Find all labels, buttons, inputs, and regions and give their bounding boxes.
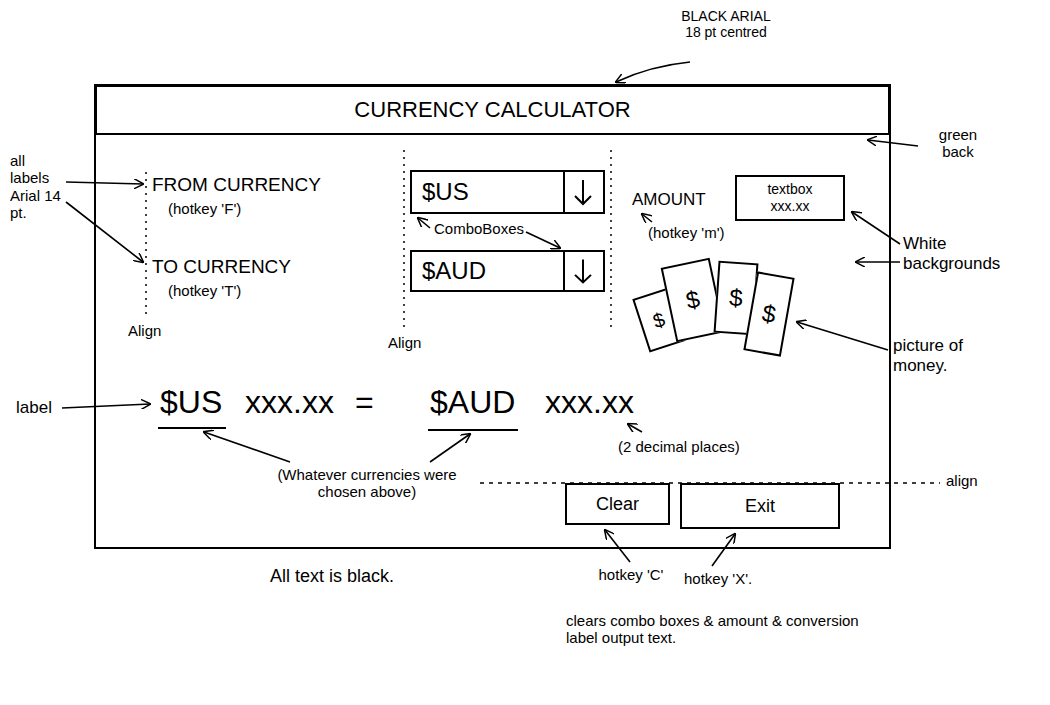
conversion-text: =	[355, 384, 374, 421]
align-note: Align	[128, 322, 161, 339]
leader-arrow	[605, 530, 630, 562]
exit-button: Exit	[680, 483, 840, 529]
label-note: label	[16, 398, 52, 418]
align-note: align	[946, 472, 978, 489]
leader-arrow	[430, 434, 470, 462]
currency-note: (Whatever currencies were chosen above)	[262, 466, 472, 501]
combo-box: $AUD	[410, 250, 605, 292]
leader-arrow	[642, 214, 652, 222]
leader-arrow	[628, 424, 642, 432]
leader-arrow	[418, 218, 430, 228]
conversion-text: $US	[160, 384, 222, 421]
clear-button: Clear	[565, 483, 670, 525]
leader-arrow	[66, 202, 143, 262]
font-note: all labels Arial 14 pt.	[10, 152, 66, 221]
leader-arrow	[852, 212, 900, 244]
background-note: White backgrounds	[903, 234, 1028, 273]
combo-box: $US	[410, 170, 605, 214]
leader-arrow	[526, 232, 560, 248]
field-label: FROM CURRENCY	[152, 174, 321, 196]
field-label: AMOUNT	[632, 190, 706, 210]
underline	[428, 429, 518, 431]
underline	[158, 427, 226, 429]
font-note: BLACK ARIAL 18 pt centred	[676, 8, 776, 40]
leader-arrow	[616, 62, 690, 82]
hotkey-note: (hotkey 'm')	[648, 224, 725, 241]
field-label: TO CURRENCY	[152, 256, 291, 278]
color-note: green back	[922, 126, 994, 161]
window-frame	[95, 85, 890, 548]
node-text: $	[650, 307, 668, 332]
node-text: $	[728, 284, 743, 313]
leader-arrow	[712, 534, 735, 566]
align-guide	[610, 150, 612, 328]
title-text: CURRENCY CALCULATOR	[354, 97, 630, 123]
leader-arrow	[62, 404, 150, 408]
leader-arrow	[868, 140, 918, 146]
node-text: $AUD	[422, 257, 486, 285]
dropdown-arrow	[563, 172, 603, 212]
color-note: All text is black.	[270, 566, 394, 587]
action-note: clears combo boxes & amount & conversion…	[566, 612, 866, 647]
conversion-text: $AUD	[430, 384, 515, 421]
node-text: $US	[422, 178, 469, 206]
format-note: (2 decimal places)	[618, 438, 740, 455]
hotkey-note: hotkey 'X'.	[684, 570, 752, 587]
control-note: ComboBoxes	[434, 220, 524, 237]
leader-arrow	[66, 182, 143, 184]
leader-arrow	[797, 322, 888, 350]
picture-note: picture of money.	[893, 336, 983, 375]
text-box: textbox xxx.xx	[735, 175, 845, 221]
hotkey-note: (hotkey 'F')	[168, 200, 241, 217]
align-note: Align	[388, 334, 421, 351]
leader-arrow	[204, 432, 290, 462]
dropdown-arrow	[563, 252, 603, 290]
node-text: $	[760, 299, 778, 329]
node-text: textbox xxx.xx	[759, 181, 821, 215]
conversion-text: xxx.xx	[245, 384, 334, 421]
hotkey-note: hotkey 'C'	[596, 566, 666, 583]
conversion-text: xxx.xx	[545, 384, 634, 421]
title-band: CURRENCY CALCULATOR	[95, 85, 890, 135]
node-text: Clear	[596, 494, 639, 515]
hotkey-note: (hotkey 'T')	[168, 282, 241, 299]
node-text: Exit	[745, 496, 775, 517]
leader-arrow	[856, 261, 900, 263]
node-text: $	[684, 285, 703, 315]
align-guide	[145, 172, 147, 318]
align-guide	[403, 150, 405, 328]
